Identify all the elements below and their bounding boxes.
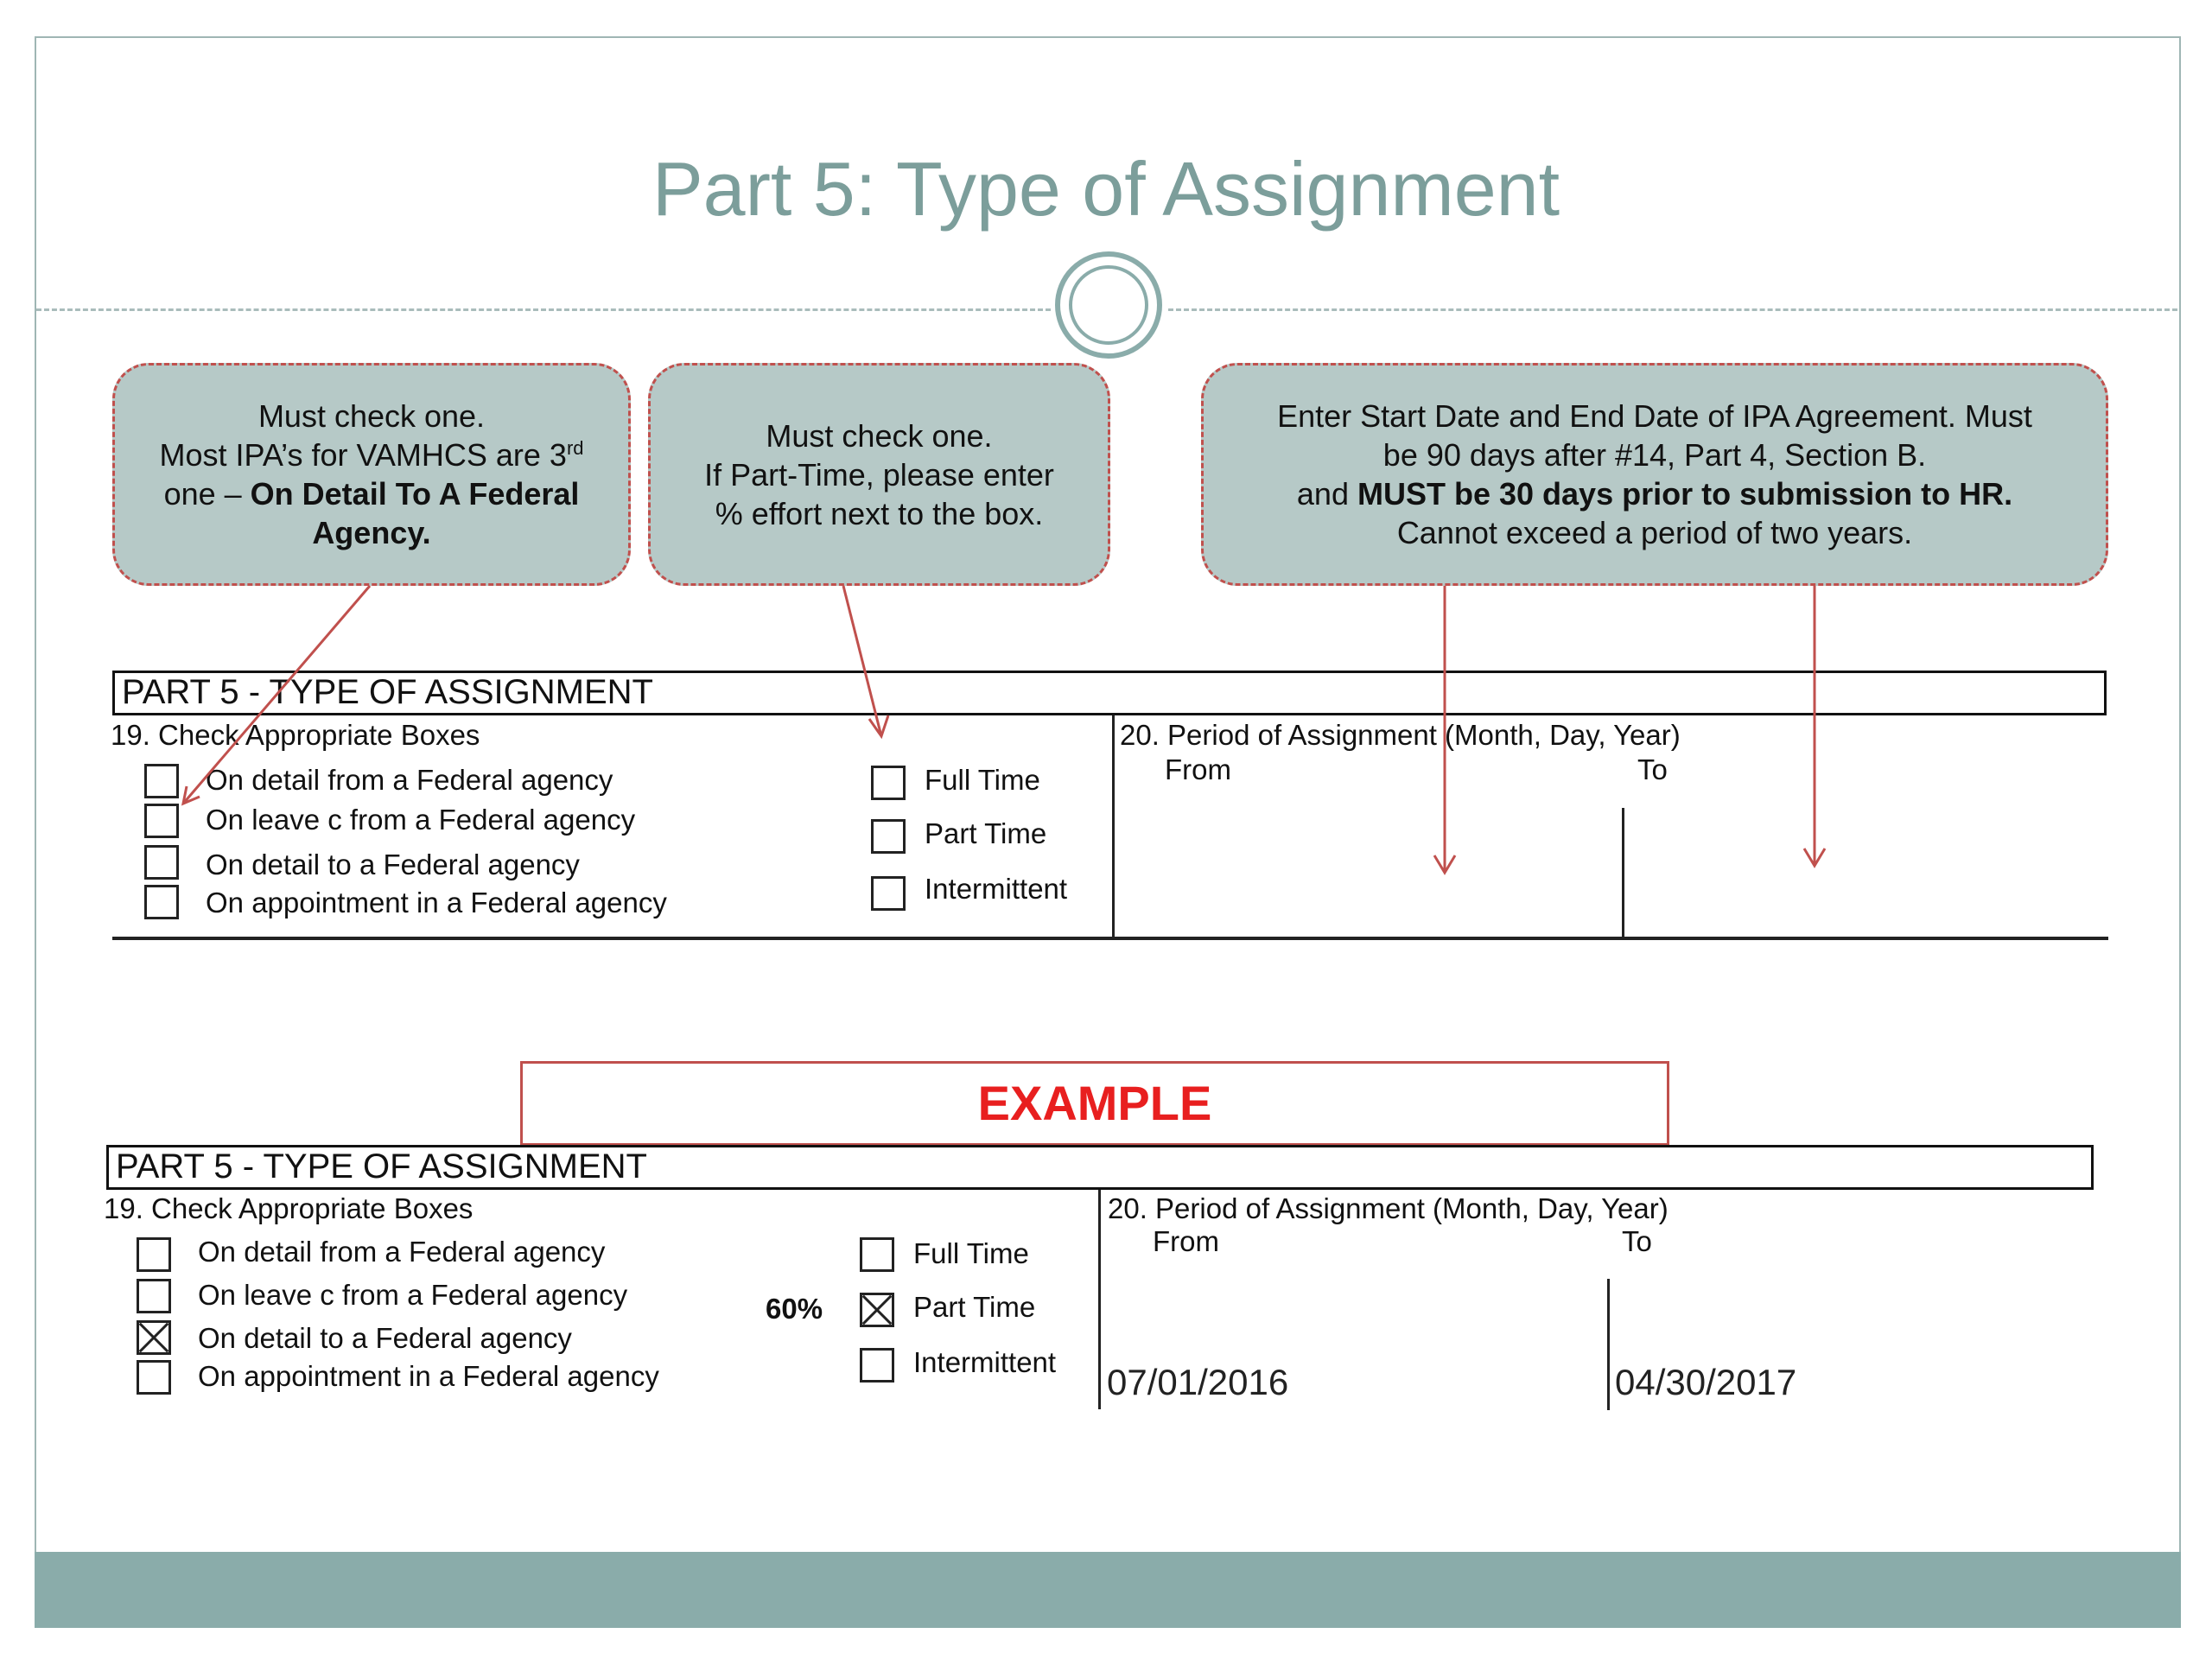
arrow-middle (842, 585, 883, 737)
slide-title: Part 5: Type of Assignment (652, 146, 1560, 232)
checkbox-leave-from-example[interactable] (137, 1279, 171, 1313)
to-label-example: To (1622, 1225, 1652, 1257)
title-divider-right (1168, 308, 2177, 311)
arrow-middle-head (868, 715, 890, 740)
percent-effort: 60% (766, 1293, 823, 1325)
to-label: To (1637, 753, 1668, 785)
from-date-value: 07/01/2016 (1107, 1362, 1289, 1402)
circle-ornament-icon (1055, 251, 1162, 359)
callout-dates: Enter Start Date and End Date of IPA Agr… (1201, 363, 2108, 586)
from-label-example: From (1153, 1225, 1219, 1257)
arrow-to-head (1802, 848, 1827, 868)
arrow-left-head (181, 785, 200, 806)
option-intermittent-example: Intermittent (913, 1346, 1057, 1378)
option-full-time: Full Time (925, 764, 1040, 796)
checkbox-detail-from[interactable] (144, 764, 179, 798)
checkbox-detail-to-example[interactable] (137, 1320, 171, 1355)
form-bottom-rule (112, 937, 2108, 940)
form-header-example: PART 5 - TYPE OF ASSIGNMENT (106, 1145, 2094, 1190)
option-intermittent: Intermittent (925, 873, 1068, 905)
checkbox-leave-from[interactable] (144, 804, 179, 838)
column-divider-example (1098, 1190, 1101, 1409)
section-19-label: 19. Check Appropriate Boxes (111, 719, 480, 751)
option-leave-from-example: On leave c from a Federal agency (198, 1279, 628, 1311)
callout-part-time: Must check one. If Part-Time, please ent… (648, 363, 1110, 586)
checkbox-detail-to[interactable] (144, 845, 179, 880)
option-detail-from: On detail from a Federal agency (206, 764, 613, 796)
callout-check-one: Must check one. Most IPA’s for VAMHCS ar… (112, 363, 631, 586)
form-header-blank: PART 5 - TYPE OF ASSIGNMENT (112, 671, 2107, 715)
arrow-from-head (1433, 855, 1457, 875)
title-divider-left (36, 308, 1051, 311)
from-label: From (1165, 753, 1231, 785)
checkbox-intermittent-example[interactable] (860, 1348, 894, 1382)
checkbox-full-time[interactable] (871, 766, 906, 800)
example-banner: EXAMPLE (520, 1061, 1669, 1146)
checkbox-full-time-example[interactable] (860, 1237, 894, 1272)
checkbox-appointment-example[interactable] (137, 1360, 171, 1395)
arrow-left (181, 585, 372, 804)
option-detail-to: On detail to a Federal agency (206, 849, 580, 880)
section-19-label-example: 19. Check Appropriate Boxes (104, 1192, 474, 1224)
option-full-time-example: Full Time (913, 1237, 1029, 1269)
date-divider (1622, 808, 1624, 938)
checkbox-appointment[interactable] (144, 885, 179, 919)
checkbox-intermittent[interactable] (871, 876, 906, 911)
section-20-label: 20. Period of Assignment (Month, Day, Ye… (1120, 719, 1681, 751)
option-appointment-example: On appointment in a Federal agency (198, 1360, 659, 1392)
option-appointment: On appointment in a Federal agency (206, 887, 667, 918)
section-20-label-example: 20. Period of Assignment (Month, Day, Ye… (1108, 1192, 1669, 1224)
checkbox-detail-from-example[interactable] (137, 1237, 171, 1272)
column-divider (1112, 715, 1115, 938)
to-date-value: 04/30/2017 (1615, 1362, 1797, 1402)
date-divider-example (1607, 1279, 1610, 1410)
option-leave-from: On leave c from a Federal agency (206, 804, 636, 836)
option-detail-from-example: On detail from a Federal agency (198, 1236, 606, 1268)
checkbox-part-time[interactable] (871, 819, 906, 854)
option-part-time-example: Part Time (913, 1291, 1036, 1323)
footer-bar (35, 1552, 2181, 1628)
option-part-time: Part Time (925, 817, 1047, 849)
option-detail-to-example: On detail to a Federal agency (198, 1322, 572, 1354)
checkbox-part-time-example[interactable] (860, 1293, 894, 1327)
